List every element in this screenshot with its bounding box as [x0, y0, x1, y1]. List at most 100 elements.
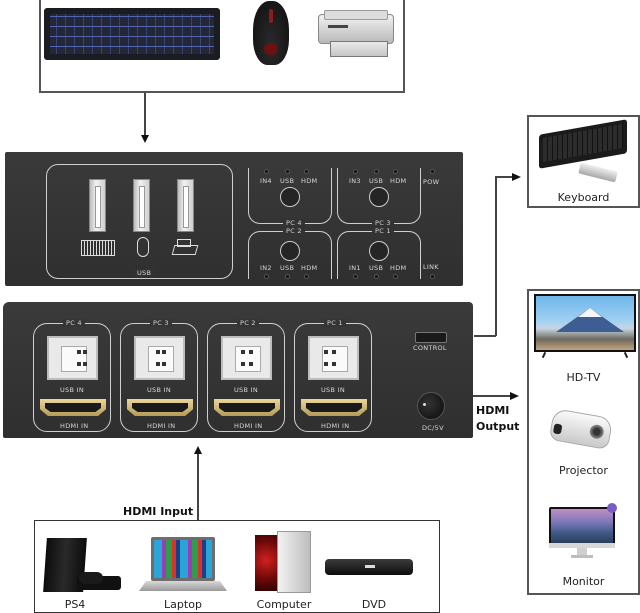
output-devices-box: HD-TV Projector Monitor: [527, 289, 640, 595]
usb-in-label: USB IN: [321, 386, 345, 394]
hdmi-input-title: HDMI Input: [123, 505, 194, 518]
hdmi-port-pc1: [301, 399, 367, 416]
pc-label: PC 1: [372, 227, 394, 235]
arrow-right-icon: [512, 173, 521, 181]
hdmi-in-label: HDMI IN: [321, 422, 350, 430]
power-label: DC/5V: [422, 424, 444, 432]
usb-in-label: USB IN: [234, 386, 258, 394]
led-link: [431, 275, 434, 278]
pc1-select-button[interactable]: [369, 241, 389, 261]
printer-icon: [171, 239, 199, 255]
keyboard-icon: [81, 240, 115, 256]
led-in3: [354, 170, 357, 173]
hdmi-in-label: HDMI IN: [60, 422, 89, 430]
laptop-label: Laptop: [164, 598, 202, 611]
control-port: [415, 332, 447, 343]
dvd-label: DVD: [361, 598, 387, 611]
led-label: IN3: [349, 177, 361, 185]
computer-label: Computer: [256, 598, 312, 611]
led-label: IN2: [260, 264, 272, 272]
keyboard-icon: [44, 8, 220, 60]
led-label: USB: [369, 177, 384, 185]
tv-icon: [534, 294, 636, 352]
pc3-select-button[interactable]: [369, 187, 389, 207]
led-label: HDM: [390, 264, 407, 272]
connector-line: [495, 176, 513, 178]
connector-line: [495, 176, 497, 336]
computer-icon: [255, 531, 311, 593]
led-usb-4: [286, 170, 289, 173]
usb-dongle-icon: [578, 162, 618, 183]
link-led-label: LINK: [423, 263, 439, 271]
led-hdm-4: [305, 170, 308, 173]
usb-b-port-pc3: [134, 336, 185, 380]
led-hdm-1: [394, 275, 397, 278]
pc-label: PC 3: [372, 219, 394, 227]
usb-port-group: USB: [46, 164, 233, 279]
keyboard-icon: [539, 119, 627, 169]
keyboard-label: Keyboard: [557, 191, 610, 204]
kvm-front-panel: USB IN4 USB HDM PC 4 IN3 USB HDM PC 3 PO…: [5, 152, 463, 286]
ps4-label: PS4: [64, 598, 86, 611]
usb-in-label: USB IN: [147, 386, 171, 394]
led-label: USB: [280, 177, 295, 185]
usb-b-port-pc4: [47, 336, 98, 380]
pc-label: PC 4: [283, 219, 305, 227]
printer-icon: [318, 8, 394, 58]
peripherals-box: [39, 0, 405, 93]
usb-b-port-pc1: [308, 336, 359, 380]
connector-line: [197, 452, 199, 520]
arrow-right-icon: [510, 392, 519, 400]
projector-label: Projector: [559, 464, 608, 477]
pc-label: PC 3: [150, 319, 172, 327]
kvm-back-panel: PC 4 USB IN HDMI IN PC 3 USB IN HDMI IN …: [3, 302, 473, 438]
pc2-select-button[interactable]: [280, 241, 300, 261]
hdmi-port-pc3: [127, 399, 193, 416]
hdmi-in-label: HDMI IN: [234, 422, 263, 430]
hdmi-in-label: HDMI IN: [147, 422, 176, 430]
hdmi-output-label-line1: HDMI: [476, 404, 510, 417]
pc-label: PC 1: [324, 319, 346, 327]
led-usb-3: [375, 170, 378, 173]
led-usb-2: [286, 275, 289, 278]
pc-label: PC 2: [283, 227, 305, 235]
connector-line: [473, 395, 511, 397]
pc-label: PC 4: [63, 319, 85, 327]
led-hdm-2: [305, 275, 308, 278]
pc4-select-button[interactable]: [280, 187, 300, 207]
connector-line: [144, 93, 146, 136]
led-in2: [265, 275, 268, 278]
hdtv-label: HD-TV: [566, 371, 601, 384]
led-label: HDM: [301, 264, 318, 272]
led-in4: [265, 170, 268, 173]
usb-label: USB: [133, 269, 156, 277]
power-led-label: POW: [423, 178, 440, 186]
ps4-icon: [43, 538, 125, 594]
led-label: USB: [369, 264, 384, 272]
usb-b-port-pc2: [221, 336, 272, 380]
projector-icon: [548, 408, 614, 450]
keyboard-box: Keyboard: [527, 115, 640, 208]
led-in1: [354, 275, 357, 278]
led-label: IN1: [349, 264, 361, 272]
laptop-icon: [139, 537, 227, 593]
led-label: IN4: [260, 177, 272, 185]
hdmi-port-pc4: [40, 399, 106, 416]
led-label: HDM: [390, 177, 407, 185]
dvd-player-icon: [325, 559, 413, 575]
connector-line: [474, 335, 496, 337]
pc-label: PC 2: [237, 319, 259, 327]
monitor-icon: [549, 503, 617, 559]
power-jack: [417, 392, 445, 420]
led-hdm-3: [394, 170, 397, 173]
arrow-up-icon: [194, 446, 202, 454]
led-label: HDM: [301, 177, 318, 185]
led-power: [431, 170, 434, 173]
led-usb-1: [375, 275, 378, 278]
input-devices-box: PS4 Laptop Computer DVD: [34, 520, 440, 613]
usb-port-keyboard: [89, 179, 106, 232]
control-label: CONTROL: [413, 344, 447, 352]
arrow-down-icon: [141, 135, 149, 143]
mouse-icon: [253, 1, 289, 65]
monitor-label: Monitor: [562, 575, 605, 588]
